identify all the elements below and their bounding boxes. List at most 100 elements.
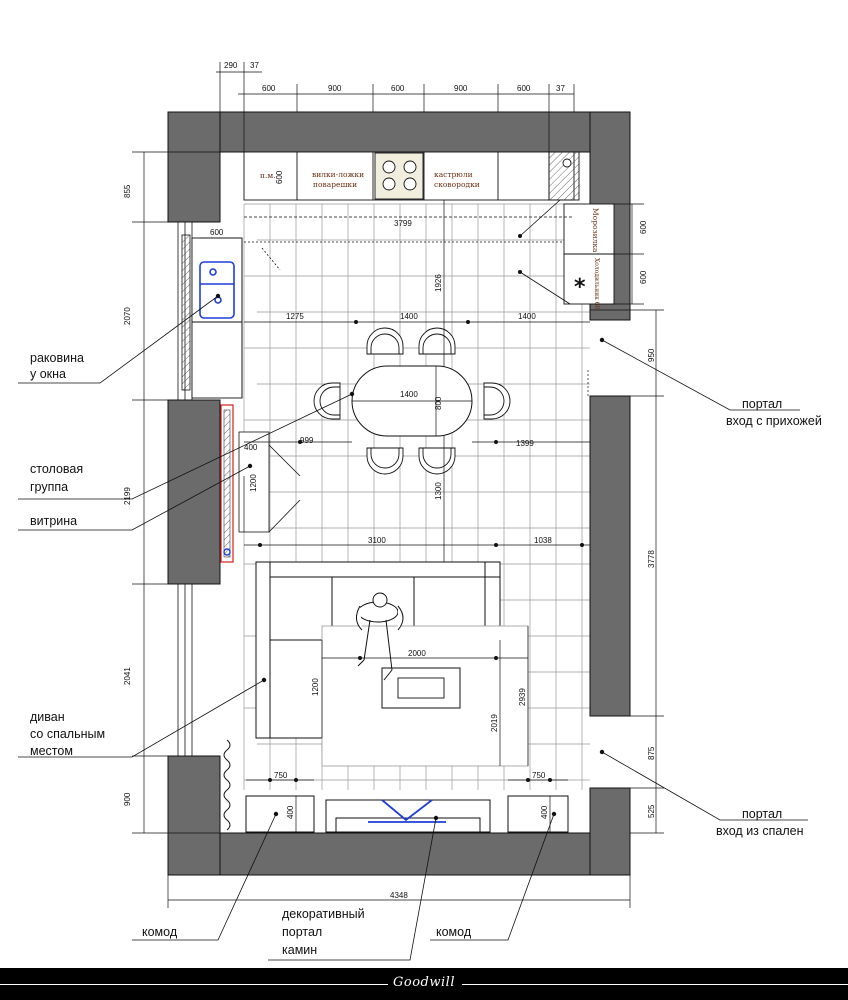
corner-cabinet-knob-icon (562, 158, 572, 168)
dining-chair (418, 447, 456, 475)
dining-chair (366, 327, 404, 355)
dim-525: 525 (647, 804, 656, 818)
dim-290: 290 (224, 61, 238, 70)
dim-right-600b: 600 (639, 270, 648, 284)
wall-left-top (167, 111, 221, 223)
dimension-lines (132, 62, 664, 908)
dim-37a: 37 (250, 61, 259, 70)
dim-400a: 400 (286, 805, 295, 819)
annotations: раковина у окна столовая группа витрина … (30, 351, 822, 957)
label-sofa-2: со спальным (30, 727, 105, 741)
dim-2199: 2199 (123, 487, 132, 505)
person-figure-icon (356, 592, 404, 681)
wall-right-bottom (589, 787, 631, 876)
dim-1300: 1300 (434, 482, 443, 500)
dim-sink-600: 600 (210, 228, 224, 237)
brand-logo: Goodwill (393, 975, 455, 990)
dim-table-800: 800 (434, 396, 443, 410)
label-dresser-left: комод (142, 925, 178, 939)
cabinet-label-pots-1: кастрюли (434, 170, 473, 179)
hob-burner-icon (382, 177, 396, 191)
dim-4348: 4348 (390, 891, 408, 900)
bottom-furniture (245, 795, 569, 833)
hob-burner-icon (403, 160, 417, 174)
dresser-right (507, 795, 569, 833)
hob (374, 152, 424, 200)
label-dining-2: группа (30, 480, 68, 494)
window-left-upper-sill (181, 234, 191, 391)
dim-1926: 1926 (434, 274, 443, 292)
dim-2041: 2041 (123, 667, 132, 685)
dim-875: 875 (647, 746, 656, 760)
label-fireplace-2: портал (282, 925, 322, 939)
dim-2070: 2070 (123, 307, 132, 325)
cabinet-label-pm: п.м. (260, 171, 276, 180)
footer-line-right (462, 984, 848, 985)
wall-left-bottom (167, 755, 221, 876)
wall-left-mid (167, 399, 221, 585)
dining-chairs (313, 327, 511, 475)
sink-icon (199, 261, 235, 319)
label-fireplace-1: декоративный (282, 907, 365, 921)
freezer-label: Морозилка (591, 208, 600, 253)
top-corner-cabinet (548, 151, 580, 201)
label-sofa-1: диван (30, 710, 65, 724)
dining-chair (313, 382, 341, 420)
walls (167, 111, 631, 876)
hob-burner-icon (382, 160, 396, 174)
cabinet-label-cutlery-2: поварешки (313, 180, 357, 189)
wall-bottom (167, 832, 631, 876)
footer-bar: Goodwill (0, 968, 848, 1000)
label-portal-bed-2: вход из спален (716, 824, 804, 838)
fridge-asterisk-icon: * (574, 275, 586, 300)
dim-400b: 400 (540, 805, 549, 819)
dining-chair (366, 447, 404, 475)
dim-table-1400: 1400 (400, 390, 418, 399)
fridge-label: Холодильник 60 (593, 258, 600, 310)
dim-1200a: 1200 (249, 474, 258, 492)
top-cabinets (225, 151, 580, 201)
dim-950: 950 (647, 348, 656, 362)
label-portal-hall-2: вход с прихожей (726, 414, 822, 428)
dim-600a: 600 (262, 84, 276, 93)
cabinet-label-cutlery-1: вилки-ложки (312, 170, 364, 179)
fireplace-icon (368, 799, 446, 823)
label-sink-2: у окна (30, 367, 66, 381)
dim-1275: 1275 (286, 312, 304, 321)
dimension-values: 290 37 600 900 600 900 600 37 855 2070 2… (123, 61, 656, 900)
dim-right-600a: 600 (639, 220, 648, 234)
vitrine-socket-icon (223, 548, 231, 556)
dim-2939: 2939 (518, 688, 527, 706)
dim-1038: 1038 (534, 536, 552, 545)
label-dresser-right: комод (436, 925, 472, 939)
dim-37b: 37 (556, 84, 565, 93)
dim-600b: 600 (391, 84, 405, 93)
dim-600c: 600 (517, 84, 531, 93)
label-dining-1: столовая (30, 462, 83, 476)
dim-3100: 3100 (368, 536, 386, 545)
dim-3778: 3778 (647, 550, 656, 568)
dim-1200b: 1200 (311, 678, 320, 696)
fridge-freezer (563, 203, 615, 305)
dining-chair (483, 382, 511, 420)
dim-2019: 2019 (490, 714, 499, 732)
coffee-table (381, 667, 461, 709)
dim-900a: 900 (328, 84, 342, 93)
cabinet-label-pots-2: сковородки (434, 180, 480, 189)
hob-burner-icon (403, 177, 417, 191)
radiator-icon (223, 739, 231, 831)
vitrine (220, 404, 301, 563)
dim-900-left: 900 (123, 792, 132, 806)
dim-1400a: 1400 (400, 312, 418, 321)
cabinet-depth-dim: 600 (275, 170, 284, 184)
wall-right-mid (589, 395, 631, 717)
dim-3799: 3799 (394, 219, 412, 228)
label-sofa-3: местом (30, 744, 73, 758)
leader-dots (215, 234, 605, 821)
dim-900b: 900 (454, 84, 468, 93)
label-portal-bed-1: портал (742, 807, 782, 821)
dim-855: 855 (123, 184, 132, 198)
label-portal-hall-1: портал (742, 397, 782, 411)
dim-1400b: 1400 (518, 312, 536, 321)
